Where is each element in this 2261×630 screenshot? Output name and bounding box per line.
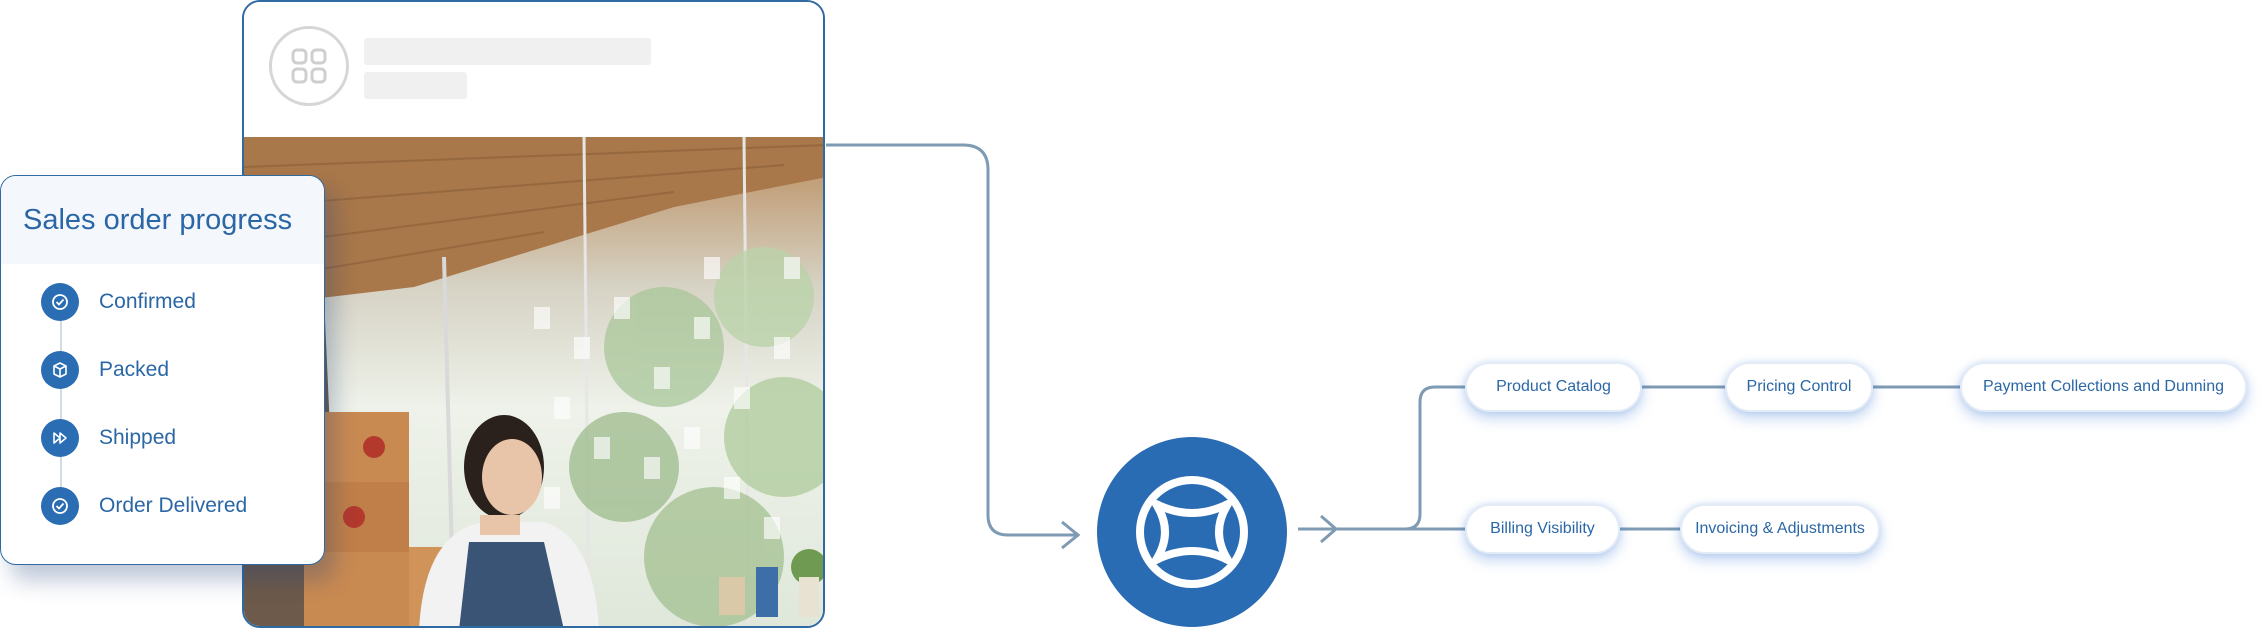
card-header bbox=[244, 2, 823, 137]
connector-card-to-hub bbox=[826, 143, 1078, 537]
arrow-head-hub-in bbox=[1061, 520, 1081, 550]
fast-forward-icon bbox=[41, 419, 79, 457]
step-label: Packed bbox=[99, 358, 170, 381]
shop-owner-photo bbox=[244, 137, 823, 626]
check-circle-icon bbox=[41, 487, 79, 525]
pill-billing-visibility: Billing Visibility bbox=[1465, 504, 1620, 554]
box-icon bbox=[41, 351, 79, 389]
storefront-photo-card bbox=[242, 0, 825, 628]
step-packed: Packed bbox=[41, 350, 169, 390]
billing-hub bbox=[1097, 437, 1287, 627]
step-order-delivered: Order Delivered bbox=[41, 486, 247, 526]
sales-order-progress-card: Sales order progress Confirmed Packed Sh… bbox=[0, 175, 325, 565]
progress-rail bbox=[60, 300, 62, 504]
pill-payment-collections-dunning: Payment Collections and Dunning bbox=[1960, 362, 2247, 412]
zoho-billing-logo-icon bbox=[1136, 476, 1248, 588]
check-circle-icon bbox=[41, 283, 79, 321]
arrow-head-hub-out bbox=[1320, 514, 1339, 544]
pill-pricing-control: Pricing Control bbox=[1725, 362, 1873, 412]
step-label: Shipped bbox=[99, 426, 177, 449]
step-shipped: Shipped bbox=[41, 418, 176, 458]
step-confirmed: Confirmed bbox=[41, 282, 196, 322]
step-label: Order Delivered bbox=[99, 494, 248, 517]
pill-product-catalog: Product Catalog bbox=[1465, 362, 1642, 412]
step-label: Confirmed bbox=[99, 290, 196, 313]
progress-header: Sales order progress bbox=[1, 176, 324, 264]
photo-illustration bbox=[244, 137, 823, 626]
app-avatar bbox=[269, 26, 349, 106]
grid-apps-icon bbox=[291, 48, 327, 84]
pill-invoicing-adjustments: Invoicing & Adjustments bbox=[1680, 504, 1880, 554]
placeholder-title-bar bbox=[364, 38, 651, 65]
progress-title: Sales order progress bbox=[23, 203, 293, 236]
connector-branch-up bbox=[1404, 385, 1465, 531]
placeholder-subtitle-bar bbox=[364, 72, 467, 99]
